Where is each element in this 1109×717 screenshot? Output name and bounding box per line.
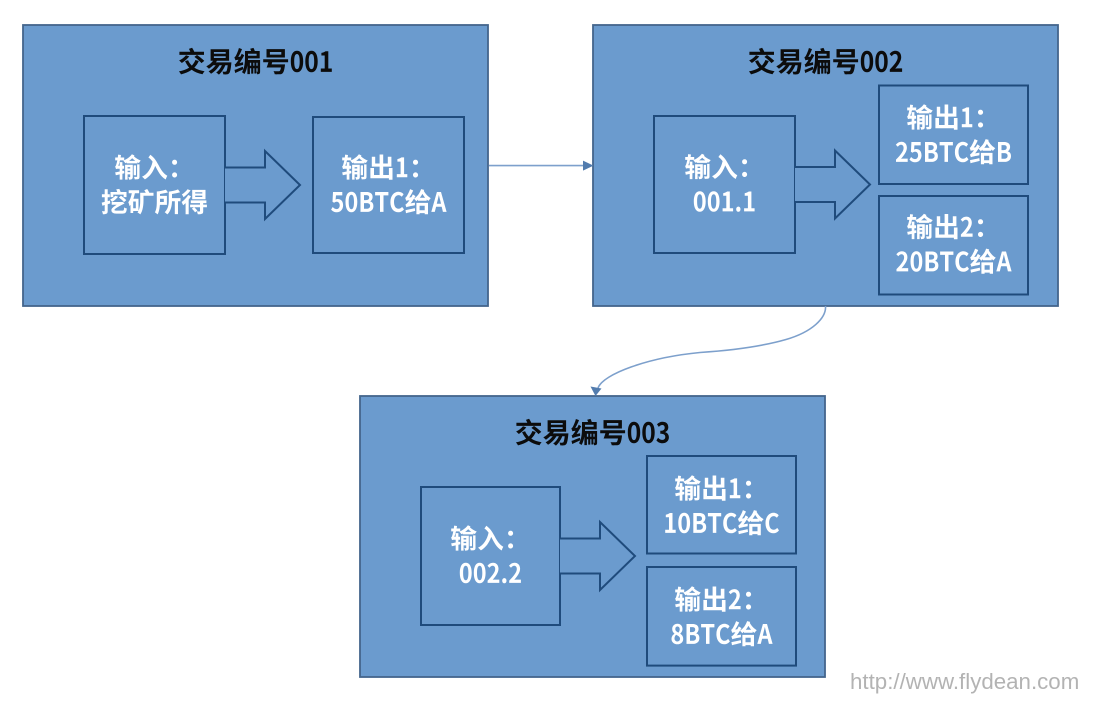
svg-text:http://www.flydean.com: http://www.flydean.com bbox=[850, 669, 1079, 694]
